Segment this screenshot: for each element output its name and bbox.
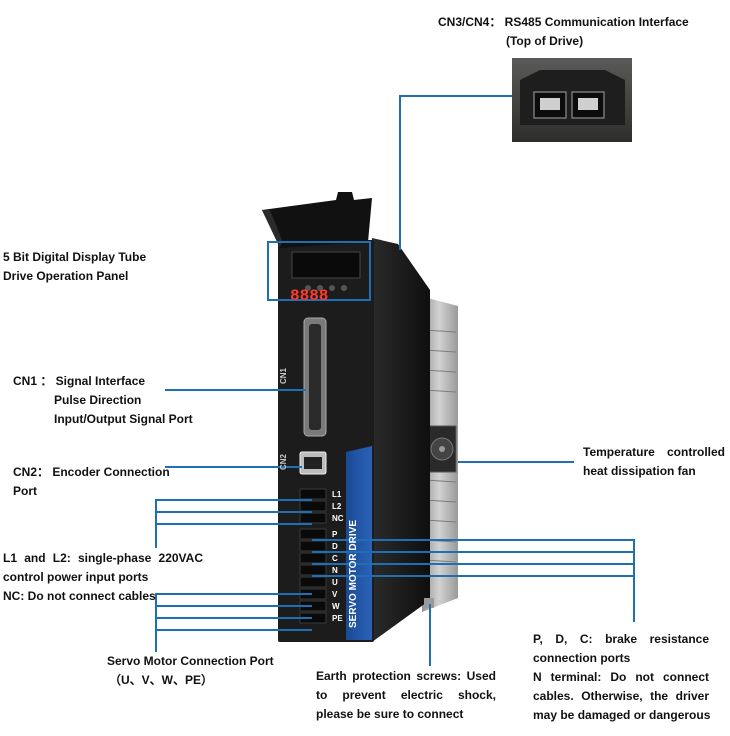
power-label-line2: control power input ports — [3, 570, 149, 584]
rs485-photo — [512, 58, 632, 142]
cn1-label: CN1 ： Signal Interface Pulse Direction I… — [13, 372, 193, 429]
brake-label-line3: N terminal: Do not connect — [533, 670, 709, 684]
terminal-slot — [299, 512, 327, 524]
terminal-label: PE — [332, 614, 343, 623]
earth-label-line1: Earth protection screws: Used — [316, 669, 496, 683]
cn2-label-line2: Port — [13, 484, 37, 498]
terminal-label: V — [332, 590, 338, 599]
earth-label-line3: please be sure to connect — [316, 707, 464, 721]
terminal-label: U — [332, 578, 338, 587]
motor-label-line1: Servo Motor Connection Port — [107, 654, 274, 668]
terminal-label: N — [332, 566, 338, 575]
brake-label: P, D, C: brake resistance connection por… — [533, 630, 711, 725]
terminal-slot — [299, 500, 327, 512]
fan-label: Temperature controlled heat dissipation … — [583, 443, 725, 481]
display-panel — [291, 251, 361, 291]
motor-label-line2: （U、V、W、PE） — [109, 673, 214, 687]
earth-screw — [424, 598, 434, 608]
fan — [427, 425, 457, 473]
display-label: 5 Bit Digital Display Tube Drive Operati… — [3, 248, 146, 286]
drive-side — [372, 238, 430, 642]
cn2-connector — [299, 451, 327, 475]
power-label-line1: L1 and L2: single-phase 220VAC — [3, 551, 203, 565]
display-label-line2: Drive Operation Panel — [3, 269, 129, 283]
brake-label-line1: P, D, C: brake resistance — [533, 632, 709, 646]
terminal-slot — [299, 488, 327, 500]
terminal-slot — [299, 540, 327, 552]
motor-label: Servo Motor Connection Port （U、V、W、PE） — [107, 652, 274, 690]
cn1-label-line2: Pulse Direction — [54, 393, 142, 407]
terminal-slot — [299, 576, 327, 588]
terminal-slot — [299, 528, 327, 540]
cn2-label-line1: CN2： Encoder Connection — [13, 465, 170, 479]
terminal-label: W — [332, 602, 340, 611]
terminal-label: D — [332, 542, 338, 551]
fan-label-line2: heat dissipation fan — [583, 464, 696, 478]
earth-label: Earth protection screws: Used to prevent… — [316, 667, 496, 724]
display-digits: 8888 — [290, 287, 328, 305]
terminal-slot — [299, 552, 327, 564]
cn1-tag: CN1 — [279, 367, 288, 384]
terminal-label: P — [332, 530, 338, 539]
terminal-label: L2 — [332, 502, 342, 511]
terminal-label: NC — [332, 514, 344, 523]
cn1-label-line1: CN1 ： Signal Interface — [13, 374, 146, 388]
cn2-tag: CN2 — [279, 453, 288, 470]
display-label-line1: 5 Bit Digital Display Tube — [3, 250, 147, 264]
power-label: L1 and L2: single-phase 220VAC control p… — [3, 549, 203, 606]
blue-stripe — [346, 446, 372, 640]
cn1-label-line3: Input/Output Signal Port — [54, 412, 193, 426]
leader-lines — [155, 95, 635, 666]
cn2-label: CN2： Encoder Connection Port — [13, 463, 170, 501]
brake-label-line4: cables. Otherwise, the driver — [533, 689, 709, 703]
terminal-label: L1 — [332, 490, 342, 499]
cn3-cn4-label: CN3/CN4： RS485 Communication Interface (… — [438, 13, 689, 51]
cn1-connector — [303, 317, 327, 437]
earth-label-line2: to prevent electric shock, — [316, 688, 496, 702]
terminal-label: C — [332, 554, 338, 563]
brake-label-line2: connection ports — [533, 651, 631, 665]
front-brand-text: SERVO MOTOR DRIVE — [348, 520, 359, 628]
cn3-cn4-title: CN3/CN4： RS485 Communication Interface — [438, 15, 689, 29]
terminal-slot — [299, 564, 327, 576]
brake-label-line5: may be damaged or dangerous — [533, 708, 711, 722]
power-label-line3: NC: Do not connect cables — [3, 589, 156, 603]
top-flap — [262, 192, 372, 248]
cn3-cn4-subtitle: (Top of Drive) — [506, 34, 584, 48]
fan-label-line1: Temperature controlled — [583, 445, 725, 459]
